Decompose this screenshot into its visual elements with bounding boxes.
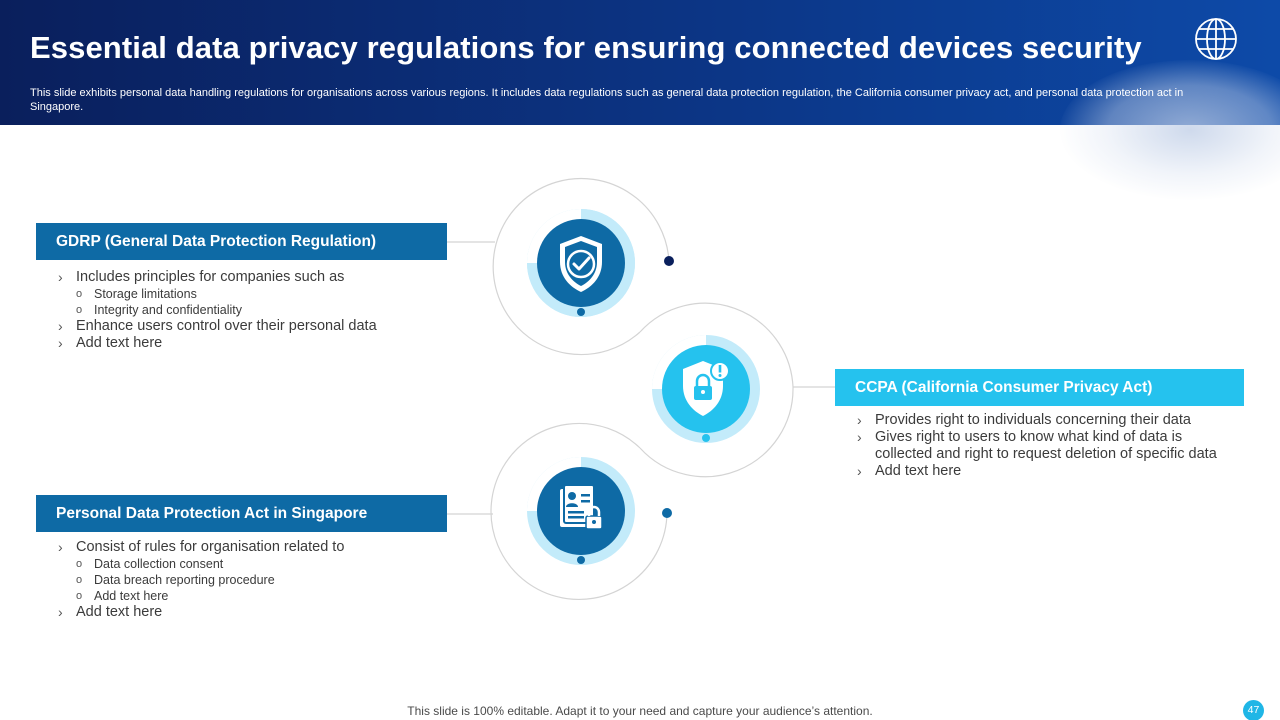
ccpa-point-2-cont: collected and right to request deletion … (875, 446, 1217, 462)
pdpa-sub-2: Data breach reporting procedure (94, 573, 275, 587)
list-subitem: o Data collection consent (56, 556, 476, 572)
gdpr-sub-2: Integrity and confidentiality (94, 303, 243, 317)
list-item: › Includes principles for companies such … (56, 269, 476, 286)
list-item: › Add text here (855, 463, 1255, 480)
gdpr-point-2: Enhance users control over their persona… (76, 318, 377, 334)
ccpa-point-1: Provides right to individuals concerning… (875, 412, 1191, 428)
list-subitem: o Integrity and confidentiality (56, 302, 476, 318)
page-number-badge: 47 (1243, 700, 1264, 720)
chevron-right-icon: › (857, 463, 862, 479)
header-banner (0, 0, 1280, 125)
pdpa-sub-1: Data collection consent (94, 557, 224, 571)
shield-check-icon (527, 209, 635, 317)
decorative-glow (1060, 60, 1280, 200)
chevron-right-icon: › (58, 335, 63, 351)
list-subitem: o Data breach reporting procedure (56, 572, 476, 588)
pdpa-point-2: Add text here (76, 604, 163, 620)
chevron-right-icon: › (58, 269, 63, 285)
ccpa-point-2: Gives right to users to know what kind o… (875, 429, 1183, 445)
pdpa-points: › Consist of rules for organisation relat… (56, 539, 476, 621)
slide-subtitle: This slide exhibits personal data handli… (30, 87, 1184, 113)
ccpa-point-3: Add text here (875, 463, 962, 479)
globe-icon (1195, 18, 1237, 60)
list-subitem: o Add text here (56, 588, 476, 604)
pdpa-sub-3: Add text here (94, 589, 169, 603)
pdpa-title-bar: Personal Data Protection Act in Singapor… (36, 495, 447, 532)
list-item: › Provides right to individuals concernin… (855, 412, 1255, 429)
list-item: › Add text here (56, 604, 476, 621)
chevron-right-icon: › (58, 539, 63, 555)
footer-note: This slide is 100% editable. Adapt it to… (407, 704, 873, 718)
list-item-continuation: collected and right to request deletion … (855, 446, 1255, 463)
document-lock-icon (527, 457, 635, 565)
gdpr-point-3: Add text here (76, 335, 163, 351)
list-item: › Consist of rules for organisation relat… (56, 539, 476, 556)
chevron-right-icon: › (857, 412, 862, 428)
circle-bullet-icon: o (76, 288, 83, 300)
gdpr-sub-1: Storage limitations (94, 287, 197, 301)
shield-lock-alert-icon (652, 335, 760, 443)
ccpa-points: › Provides right to individuals concernin… (855, 412, 1255, 480)
pdpa-point-1: Consist of rules for organisation relate… (76, 539, 345, 555)
gdpr-title-bar: GDRP (General Data Protection Regulation… (36, 223, 447, 260)
ccpa-title-bar: CCPA (California Consumer Privacy Act) (835, 369, 1244, 406)
circle-bullet-icon: o (76, 574, 83, 586)
chevron-right-icon: › (857, 429, 862, 445)
circle-bullet-icon: o (76, 304, 83, 316)
chevron-right-icon: › (58, 604, 63, 620)
gdpr-points: › Includes principles for companies such … (56, 269, 476, 352)
list-subitem: o Storage limitations (56, 286, 476, 302)
slide-title: Essential data privacy regulations for e… (30, 30, 1142, 65)
list-item: › Enhance users control over their person… (56, 318, 476, 335)
gdpr-point-1: Includes principles for companies such a… (76, 269, 345, 285)
circle-bullet-icon: o (76, 590, 83, 602)
list-item: › Add text here (56, 335, 476, 352)
circle-bullet-icon: o (76, 558, 83, 570)
chevron-right-icon: › (58, 318, 63, 334)
list-item: › Gives right to users to know what kind … (855, 429, 1255, 446)
